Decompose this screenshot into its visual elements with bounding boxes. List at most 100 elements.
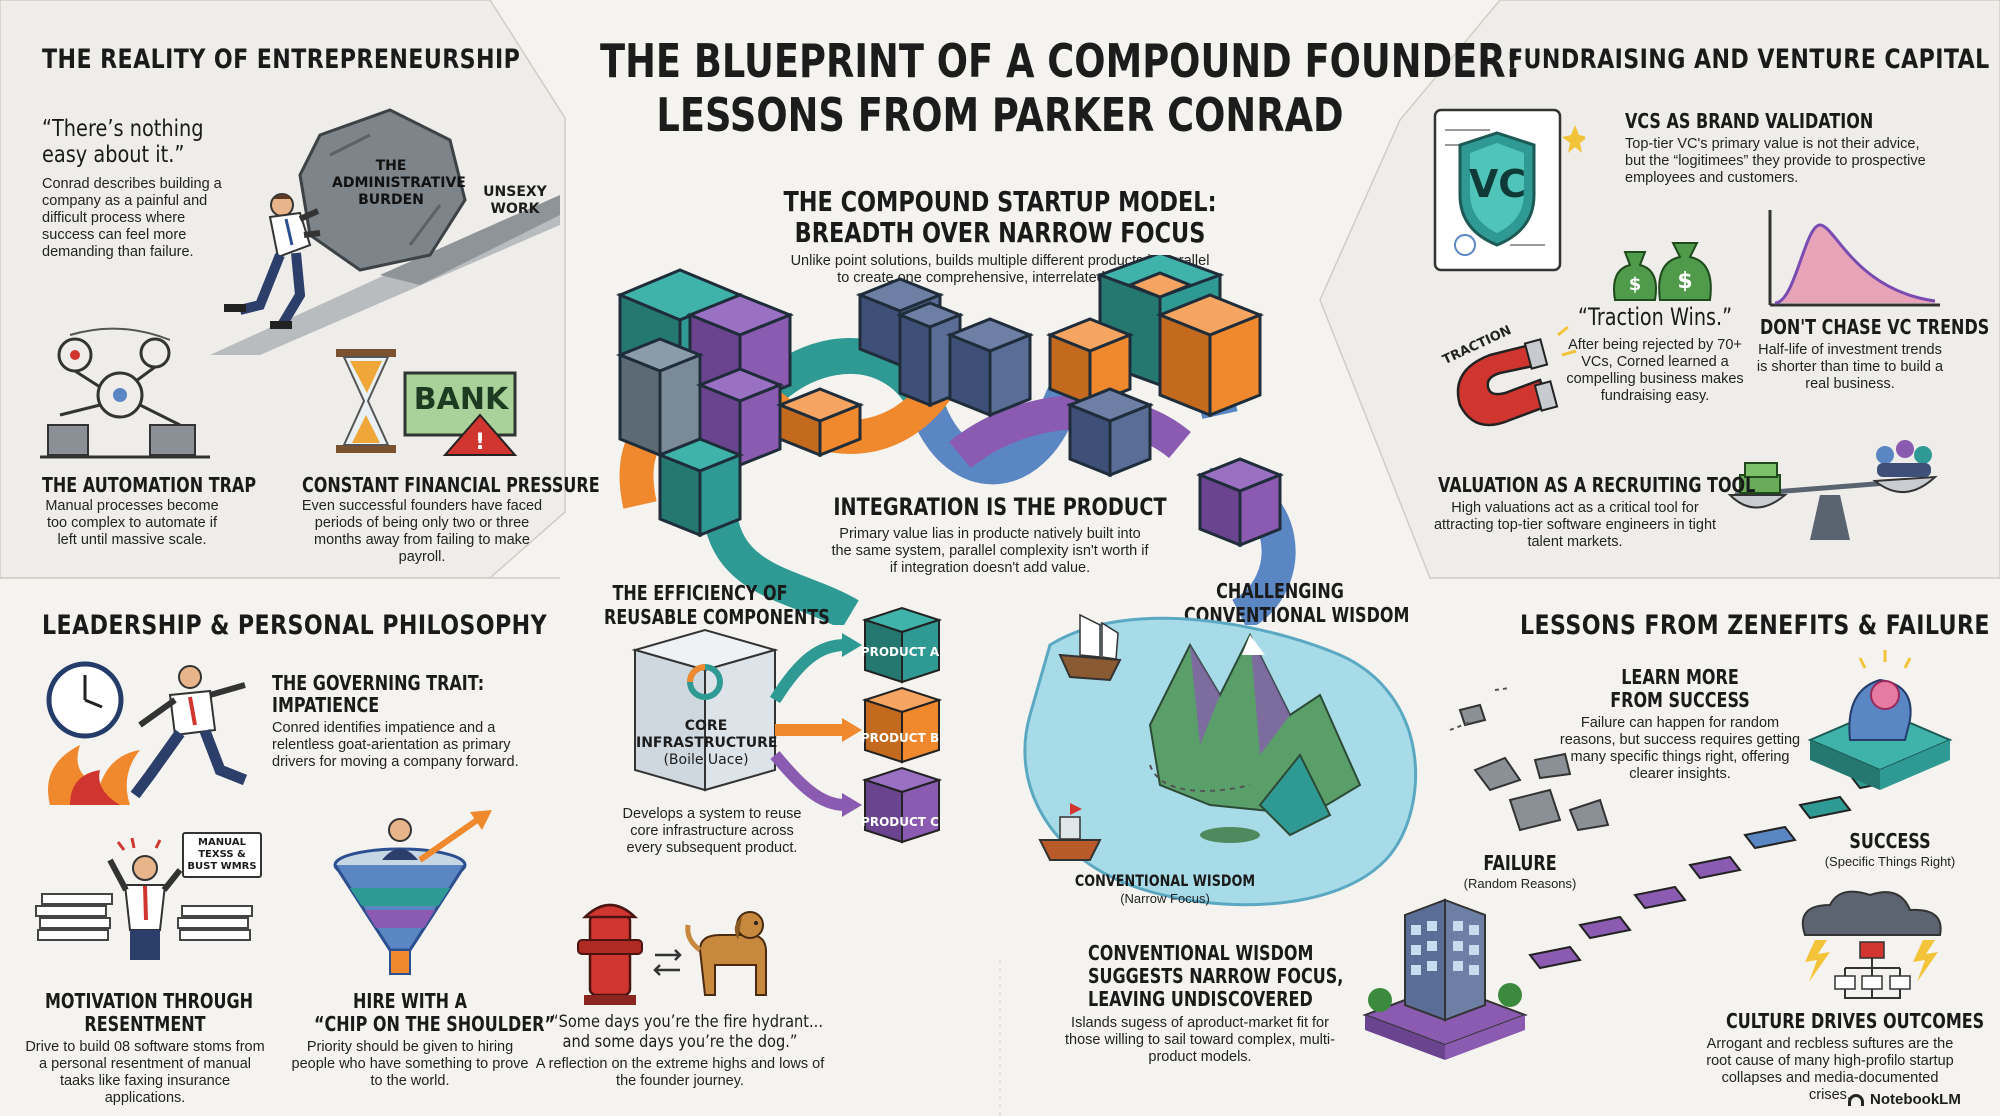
conventional-heading-line2: CONVENTIONAL WISDOM: [1184, 603, 1410, 627]
culture-body: Arrogant and recbless suftures are the r…: [1706, 1036, 1954, 1103]
conventional-heading-line1: CHALLENGING: [1216, 579, 1344, 603]
hourglass-bank-icon: !: [336, 349, 518, 456]
conventional-bottom: CONVENTIONAL WISDOM SUGGESTS NARROW FOCU…: [1060, 941, 1343, 1066]
hire-title-line2: “CHIP ON THE SHOULDER”: [314, 1012, 556, 1036]
valuation-body: High valuations act as a critical tool f…: [1433, 500, 1717, 550]
paperwork-icon: [35, 837, 253, 960]
failure-success-path: [1449, 650, 1953, 970]
hydrant-block: “Some days you’re the fire hydrant... an…: [530, 1012, 830, 1090]
hydrant-quote-line2: and some days you’re the dog.”: [562, 1032, 798, 1052]
hire-title-line1: HIRE WITH A: [352, 989, 468, 1013]
vc-certificate-icon: [1433, 108, 1585, 272]
brand-validation-body: Top-tier VC's primary value is not their…: [1625, 136, 1926, 186]
conventional-bottom-title-line1: CONVENTIONAL WISDOM: [1088, 941, 1314, 965]
boat-label: CONVENTIONAL WISDOM (Narrow Focus): [1050, 872, 1280, 907]
building-icon: [1362, 898, 1528, 1060]
integration-body: Primary value lias in producte natively …: [831, 526, 1149, 576]
brand-validation-title: VCS AS BRAND VALIDATION: [1625, 109, 1874, 133]
culture-block: CULTURE DRIVES OUTCOMES Arrogant and rec…: [1700, 1009, 1985, 1104]
boulder-label: THE ADMINISTRATIVE BURDEN: [332, 158, 466, 208]
bank-label: BANK: [413, 382, 509, 417]
compound-structure: [615, 255, 1296, 625]
hire-block: HIRE WITH A “CHIP ON THE SHOULDER” Prior…: [290, 989, 556, 1090]
notebooklm-logo-icon: [1848, 1093, 1864, 1106]
core-infrastructure-label: CORE INFRASTRUCTURE (Boile Uace): [636, 718, 778, 769]
conventional-bottom-body: Islands sugess of aproduct-market fit fo…: [1065, 1015, 1335, 1065]
automation-title: THE AUTOMATION TRAP: [42, 473, 257, 497]
hire-body: Priority should be given to hiring peopl…: [291, 1039, 529, 1089]
notebooklm-brand: NotebookLM: [1848, 1091, 1961, 1108]
motivation-block: MOTIVATION THROUGH RESENTMENT Drive to b…: [20, 990, 270, 1107]
reusable-body: Develops a system to reuse core infrastr…: [622, 806, 802, 856]
trends-title: DON'T CHASE VC TRENDS: [1760, 315, 1990, 339]
reusable-heading-line1: THE EFFICIENCY OF: [612, 581, 788, 605]
product-a-label: PRODUCT A: [860, 645, 940, 659]
success-sub: (Specific Things Right): [1824, 854, 1956, 869]
boat-label-title: CONVENTIONAL WISDOM: [1074, 871, 1256, 890]
trends-body: Half-life of investment trends is shorte…: [1756, 342, 1944, 392]
traction-body: After being rejected by 70+ VCs, Corned …: [1566, 337, 1744, 404]
zenefits-heading: LESSONS FROM ZENEFITS & FAILURE: [1520, 610, 1990, 641]
hydrant-body: A reflection on the extreme highs and lo…: [535, 1056, 825, 1089]
product-c-label: PRODUCT C: [861, 815, 939, 829]
scale-icon: [1727, 440, 1938, 540]
boulder-illustration: [210, 108, 560, 355]
learn-block: LEARN MORE FROM SUCCESS Failure can happ…: [1555, 666, 1805, 783]
machine-icon: [40, 327, 210, 459]
boat-label-sub: (Narrow Focus): [1120, 891, 1210, 906]
compound-heading-line1: THE COMPOUND STARTUP MODEL:: [783, 185, 1217, 218]
core-label-line2: INFRASTRUCTURE: [636, 735, 778, 751]
funnel-icon: [333, 810, 492, 975]
hydrant-quote-line1: “Some days you’re the fire hydrant...: [551, 1012, 823, 1032]
reusable-diagram: [631, 606, 943, 844]
storm-cloud-icon: [1801, 890, 1942, 999]
svg-text:$: $: [1629, 274, 1642, 295]
automation-body: Manual processes become too complex to a…: [45, 498, 219, 548]
compound-heading-line2: BREADTH OVER NARROW FOCUS: [794, 216, 1206, 249]
failure-label: FAILURE: [1483, 851, 1557, 875]
learn-body: Failure can happen for random reasons, b…: [1559, 715, 1801, 782]
compound-body: Unlike point solutions, builds multiple …: [790, 253, 1210, 286]
core-label-line1: CORE: [684, 718, 728, 734]
vc-badge-label: VC: [1468, 162, 1527, 206]
conventional-bottom-title-line3: LEAVING UNDISCOVERED: [1088, 987, 1313, 1011]
motivation-title-line1: MOTIVATION THROUGH: [45, 989, 253, 1013]
reality-quote-body: Conrad describes building a company as a…: [42, 176, 222, 260]
page-title: THE BLUEPRINT OF A COMPOUND FOUNDER: LES…: [500, 34, 1521, 142]
failure-label-block: FAILURE (Random Reasons): [1450, 852, 1590, 892]
success-label: SUCCESS: [1849, 829, 1931, 853]
leadership-heading: LEADERSHIP & PERSONAL PHILOSOPHY: [42, 610, 548, 641]
reality-quote-line1: “There’s nothing: [42, 116, 204, 142]
money-bags-icon: $ $: [1613, 242, 1712, 301]
pressure-title: CONSTANT FINANCIAL PRESSURE: [302, 473, 600, 497]
notebooklm-brand-name: NotebookLM: [1870, 1091, 1961, 1108]
impatience-runner-icon: [46, 661, 248, 805]
manual-tasks-sign: MANUAL TEXSS & BUST WMRS: [182, 832, 262, 878]
svg-text:!: !: [475, 430, 485, 455]
magnet-icon: [1456, 325, 1577, 427]
unsexy-label: UNSEXY WORK: [483, 184, 547, 217]
valuation-title: VALUATION AS A RECRUITING TOOL: [1438, 473, 1756, 497]
trend-chart-icon: [1768, 210, 1940, 307]
islands-map: [1023, 613, 1418, 907]
integration-title: INTEGRATION IS THE PRODUCT: [833, 493, 1167, 521]
trait-title-line2: IMPATIENCE: [272, 693, 380, 717]
core-label-sub: (Boile Uace): [663, 752, 749, 768]
failure-sub: (Random Reasons): [1463, 876, 1577, 891]
reusable-heading-line2: REUSABLE COMPONENTS: [604, 605, 830, 629]
page-title-line1: THE BLUEPRINT OF A COMPOUND FOUNDER:: [600, 34, 1521, 88]
pressure-body: Even successful founders have faced peri…: [301, 498, 543, 565]
trait-title-line1: THE GOVERNING TRAIT:: [272, 671, 485, 695]
culture-title: CULTURE DRIVES OUTCOMES: [1726, 1009, 1985, 1033]
motivation-body: Drive to build 08 software stoms from a …: [25, 1039, 265, 1106]
reality-heading: THE REALITY OF ENTREPRENEURSHIP: [42, 44, 521, 75]
fundraising-heading: FUNDRAISING AND VENTURE CAPITAL: [1508, 44, 1990, 75]
learn-title-line2: FROM SUCCESS: [1610, 688, 1750, 712]
svg-text:$: $: [1677, 269, 1692, 294]
reality-quote-line2: easy about it.”: [42, 142, 185, 168]
trait-body: Conred identifies impatience and a relen…: [272, 720, 519, 770]
traction-title: “Traction Wins.”: [1578, 303, 1733, 331]
page-title-line2: LESSONS FROM PARKER CONRAD: [656, 88, 1344, 142]
product-b-label: PRODUCT B: [860, 731, 940, 745]
motivation-title-line2: RESENTMENT: [84, 1012, 206, 1036]
